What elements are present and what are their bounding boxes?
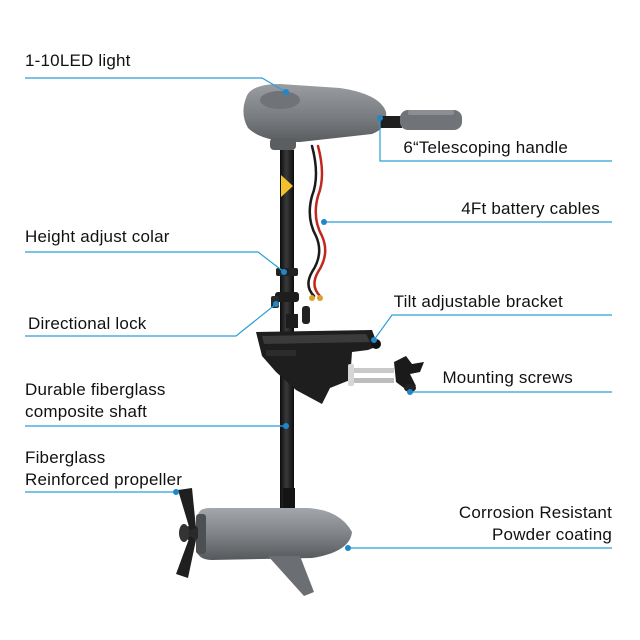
label-propeller-line2: Reinforced propeller [25, 470, 183, 489]
label-coating-line1: Corrosion Resistant [458, 503, 612, 522]
label-shaft-line1: Durable fiberglass [25, 380, 166, 399]
label-propeller: Fiberglass Reinforced propeller [25, 447, 182, 491]
battery-cables [307, 144, 327, 301]
label-tilt-bracket: Tilt adjustable bracket [393, 292, 563, 311]
control-head [243, 84, 462, 150]
callout-dots [173, 89, 413, 551]
label-height-adjust: Height adjust colar [25, 227, 170, 246]
label-shaft: Durable fiberglass composite shaft [25, 379, 166, 423]
composite-shaft [280, 150, 294, 512]
label-battery-cables: 4Ft battery cables [461, 199, 600, 218]
label-mounting-screws: Mounting screws [442, 368, 573, 387]
tilt-adjustable-bracket [256, 330, 381, 404]
label-coating: Corrosion Resistant Powder coating [459, 502, 612, 546]
label-led-light: 1-10LED light [25, 51, 131, 70]
propeller [176, 488, 198, 578]
label-coating-line2: Powder coating [492, 525, 612, 544]
callout-lines [25, 77, 612, 549]
label-propeller-line1: Fiberglass [25, 448, 106, 467]
label-telescoping-handle: 6“Telescoping handle [403, 138, 568, 157]
label-shaft-line2: composite shaft [25, 402, 148, 421]
warning-sticker [281, 175, 293, 197]
label-directional-lock: Directional lock [28, 314, 147, 333]
mounting-screws [348, 356, 424, 392]
motor-pod [196, 508, 352, 596]
